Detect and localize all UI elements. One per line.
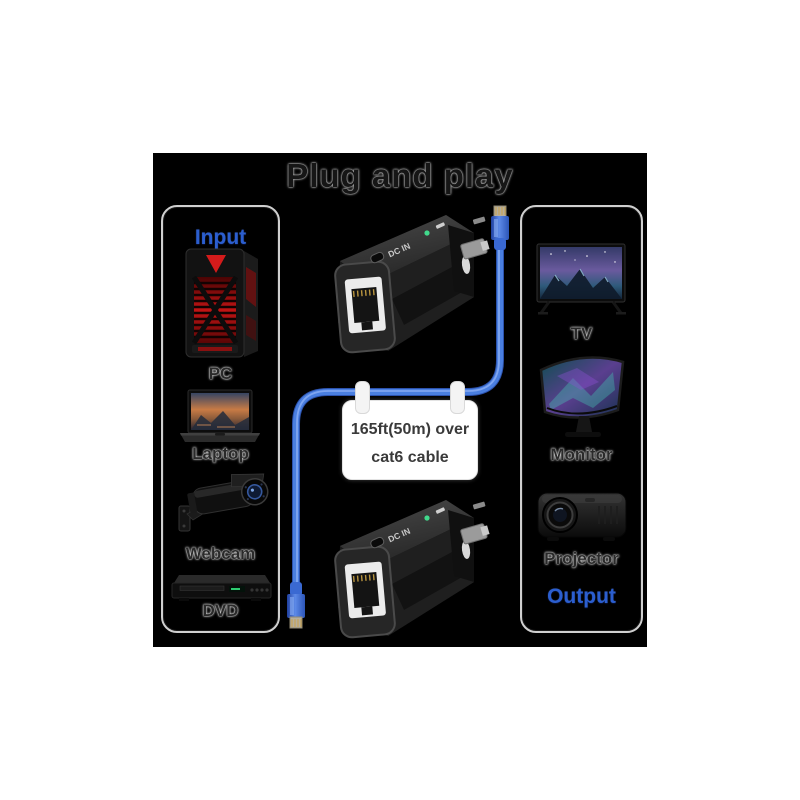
monitor-label: Monitor — [550, 445, 613, 464]
diagram-board: Plug and play 165ft(50m) over cat6 — [153, 153, 647, 647]
cat6-cable — [287, 205, 509, 629]
projector-image — [537, 492, 627, 541]
output-panel: TV Monitor Projector Output — [520, 205, 643, 633]
extender-receiver-image — [333, 499, 492, 640]
webcam-label: Webcam — [185, 544, 256, 563]
sign-text-line2: cat6 cable — [371, 449, 449, 466]
pc-image — [185, 248, 258, 358]
rj45-connector-top — [491, 205, 509, 250]
output-panel-label: Output — [547, 585, 616, 608]
laptop-image — [180, 389, 260, 442]
input-panel-label: Input — [194, 226, 247, 249]
dvd-label: DVD — [202, 601, 239, 620]
tv-image — [536, 243, 626, 315]
projector-label: Projector — [544, 549, 619, 568]
monitor-image — [539, 356, 625, 437]
page-title: Plug and play — [286, 157, 514, 194]
input-panel: Input PC Laptop — [161, 205, 280, 633]
tv-label: TV — [570, 324, 593, 343]
dvd-image — [171, 575, 272, 601]
laptop-label: Laptop — [192, 444, 249, 463]
pc-label: PC — [208, 364, 233, 383]
webcam-image — [178, 473, 269, 532]
sign-hook-right — [450, 381, 465, 414]
extender-transmitter-image — [333, 214, 492, 355]
rj45-connector-bottom — [287, 582, 305, 629]
sign-text-line1: 165ft(50m) over — [350, 421, 470, 438]
sign-hook-left — [355, 381, 370, 414]
cable-length-sign: 165ft(50m) over cat6 cable — [342, 381, 478, 480]
